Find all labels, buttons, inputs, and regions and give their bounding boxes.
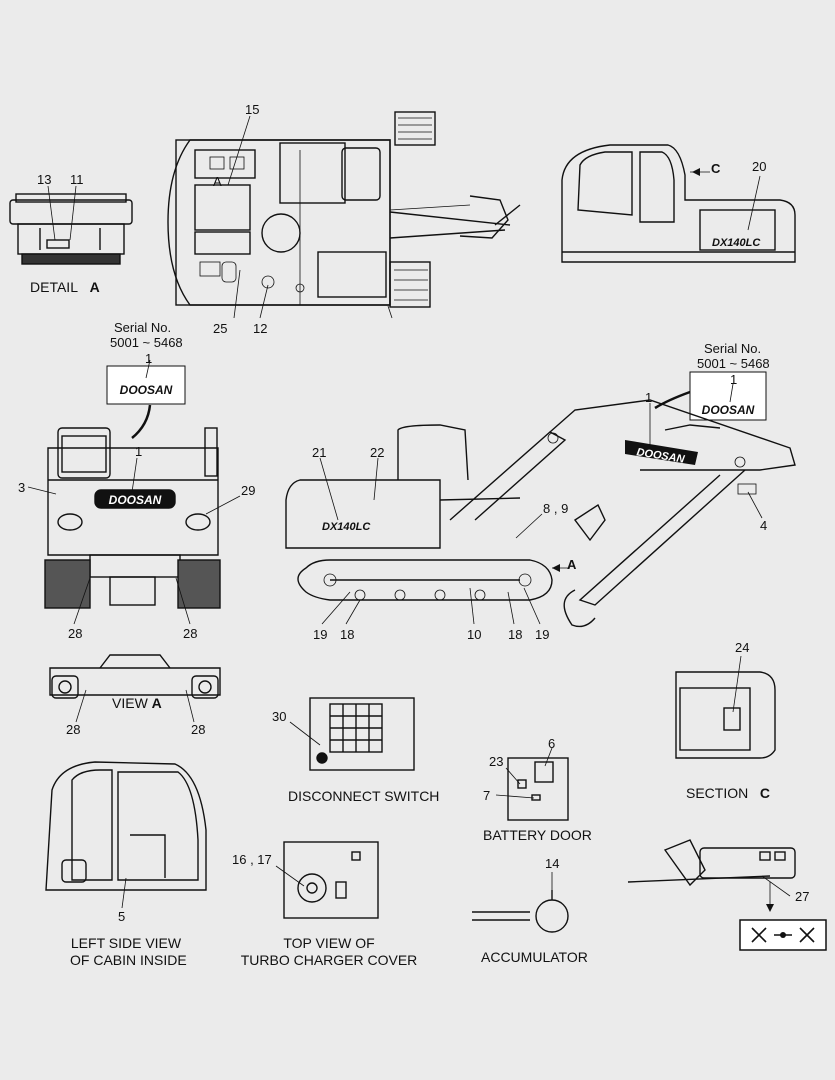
control-pattern-decal <box>739 919 827 951</box>
serial-decal-left: DOOSAN <box>106 365 186 405</box>
excavator-side-drawing <box>285 399 796 628</box>
callout-7: 7 <box>483 788 491 803</box>
serial-left-range: 5001 ~ 5468 <box>110 335 183 350</box>
callout-3: 3 <box>18 480 26 495</box>
cab-side-model-decal: DX140LC <box>712 237 761 249</box>
callout-24: 24 <box>735 640 750 655</box>
svg-text:DX140LC: DX140LC <box>712 237 761 249</box>
callout-28-view-left: 28 <box>66 722 81 737</box>
callout-1-rear: 1 <box>135 444 143 459</box>
callout-25: 25 <box>213 321 228 336</box>
callout-29: 29 <box>241 483 256 498</box>
callout-27: 27 <box>795 889 810 904</box>
view-a-drawing <box>49 654 221 699</box>
serial-left-label: Serial No. <box>114 320 172 335</box>
callout-1-serial-left: 1 <box>145 351 153 366</box>
callout-12: 12 <box>253 321 268 336</box>
callout-8-9: 8 , 9 <box>543 501 569 516</box>
callout-19-right: 19 <box>535 627 550 642</box>
callout-4: 4 <box>760 518 768 533</box>
caption-view-a-letter: A <box>151 695 162 711</box>
callout-16-17: 16 , 17 <box>232 852 272 867</box>
section-c-drawing <box>675 671 776 759</box>
callout-28-rear-right: 28 <box>183 626 198 641</box>
accumulator-drawing <box>472 890 569 933</box>
callout-5: 5 <box>118 909 126 924</box>
caption-view-a-word: VIEW <box>112 695 148 711</box>
turbo-cover-drawing <box>283 841 379 919</box>
callout-15: 15 <box>245 102 260 117</box>
caption-detail-a: DETAIL A <box>30 279 100 296</box>
callout-6: 6 <box>548 736 556 751</box>
marker-c: C <box>711 161 721 176</box>
caption-view-a: VIEW A <box>112 695 162 712</box>
rear-view-drawing <box>44 427 221 609</box>
caption-section-c-letter: C <box>759 785 771 801</box>
callout-28-rear-left: 28 <box>68 626 83 641</box>
callout-21: 21 <box>312 445 327 460</box>
boom-brand-decal: DOOSAN <box>625 440 698 466</box>
detail-a-drawing <box>9 193 133 265</box>
callout-23: 23 <box>489 754 504 769</box>
callout-10: 10 <box>467 627 482 642</box>
callout-11: 11 <box>70 172 84 187</box>
callout-20: 20 <box>752 159 767 174</box>
caption-turbo-line2: TURBO CHARGER COVER <box>240 952 418 968</box>
caption-left-side-line1: LEFT SIDE VIEW <box>70 935 182 951</box>
callout-19-left: 19 <box>313 627 328 642</box>
disconnect-switch-drawing <box>309 697 415 771</box>
callout-13: 13 <box>37 172 52 187</box>
cabin-inside-drawing <box>45 761 207 891</box>
callout-18-right: 18 <box>508 627 523 642</box>
cab-side-drawing <box>561 144 796 263</box>
caption-left-side-line2: OF CABIN INSIDE <box>70 952 187 968</box>
rear-brand-decal: DOOSAN <box>109 493 162 507</box>
svg-text:DX140LC: DX140LC <box>322 521 371 533</box>
caption-accumulator: ACCUMULATOR <box>481 949 588 965</box>
serial-decal-right: DOOSAN <box>689 371 767 421</box>
serial-right-label: Serial No. <box>704 341 762 356</box>
top-view-drawing <box>167 111 521 308</box>
caption-section-c: SECTION C <box>686 785 770 802</box>
svg-text:DOOSAN: DOOSAN <box>120 383 173 397</box>
control-panel-drawing <box>627 839 796 887</box>
callout-30: 30 <box>272 709 287 724</box>
callout-1-boom: 1 <box>645 390 653 405</box>
serial-right-range: 5001 ~ 5468 <box>697 356 770 371</box>
callout-28-view-right: 28 <box>191 722 206 737</box>
callout-18-left: 18 <box>340 627 355 642</box>
callout-22: 22 <box>370 445 385 460</box>
caption-left-side-view: LEFT SIDE VIEW OF CABIN INSIDE <box>70 935 187 969</box>
caption-battery-door: BATTERY DOOR <box>483 827 592 843</box>
caption-section-c-word: SECTION <box>686 785 749 801</box>
counterweight-model-decal: DX140LC <box>322 521 371 533</box>
battery-door-drawing <box>507 757 569 821</box>
svg-text:DOOSAN: DOOSAN <box>109 493 162 507</box>
callout-1-serial-right: 1 <box>730 372 738 387</box>
marker-a-top: A <box>213 174 222 189</box>
caption-turbo-cover: TOP VIEW OF TURBO CHARGER COVER <box>240 935 418 969</box>
svg-text:DOOSAN: DOOSAN <box>702 403 755 417</box>
caption-turbo-line1: TOP VIEW OF <box>283 935 375 951</box>
caption-detail-a-word: DETAIL <box>30 279 78 295</box>
callout-14: 14 <box>545 856 560 871</box>
marker-a-side: A <box>567 557 577 572</box>
caption-disconnect-switch: DISCONNECT SWITCH <box>288 788 440 804</box>
caption-detail-a-letter: A <box>89 279 100 295</box>
